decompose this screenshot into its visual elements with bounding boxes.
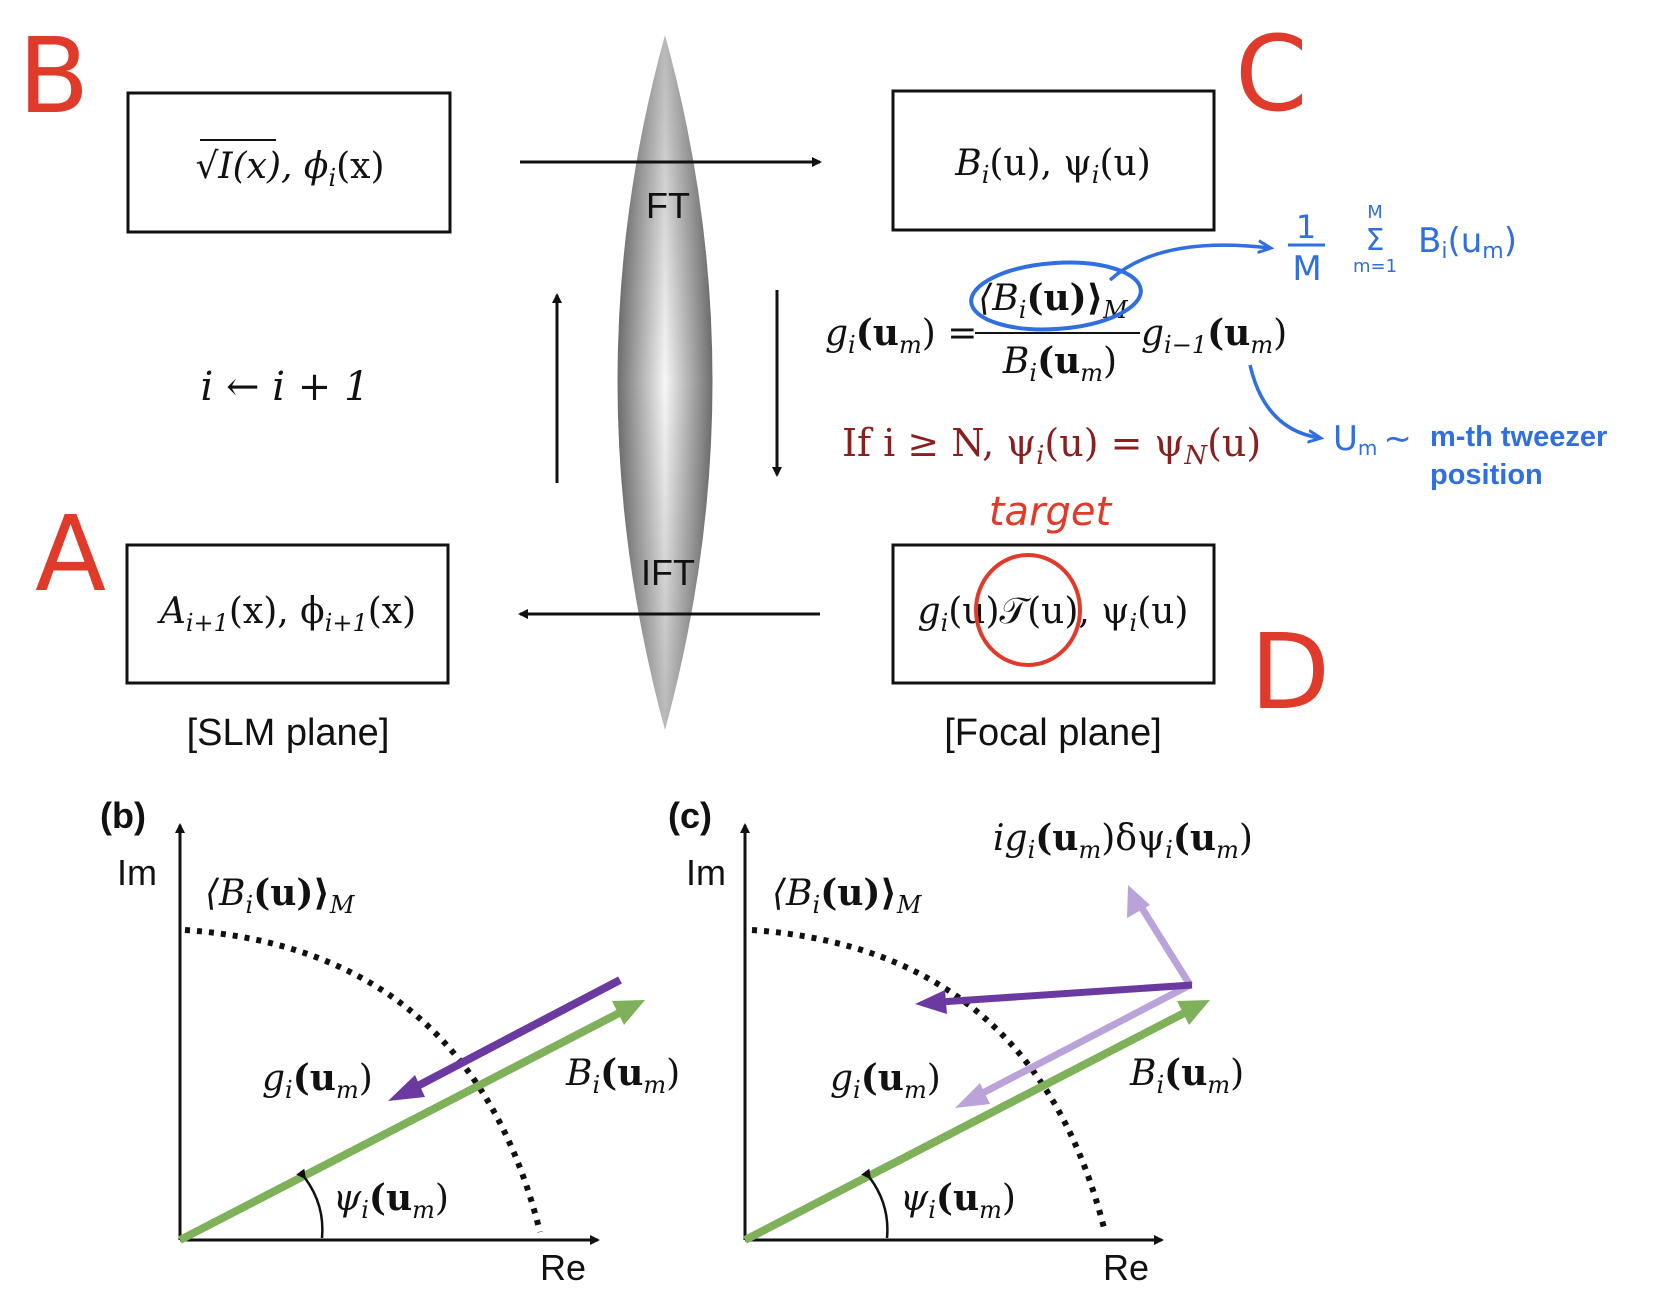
label-A: A	[35, 493, 106, 615]
panel-c-weight-vector-head	[955, 1083, 990, 1108]
panel-c-updated-vector-head	[915, 990, 947, 1014]
label-C: C	[1235, 13, 1308, 135]
panel-c: (c) Im Re ⟨Bi(u)⟩M igi(um)δψi(um) gi(um)…	[668, 795, 1253, 1288]
lens	[617, 35, 713, 730]
panel-c-field-vector	[743, 1006, 1192, 1244]
panel-b-re-label: Re	[540, 1247, 586, 1288]
slm-plane-label: [SLM plane]	[187, 712, 390, 754]
iteration-label: i ← i + 1	[201, 364, 370, 410]
ift-label: IFT	[641, 552, 695, 593]
sum-lower: m=1	[1353, 256, 1397, 277]
panel-c-mean-label: ⟨Bi(u)⟩M	[772, 872, 923, 919]
panel-b-weight-vector-head	[388, 1075, 425, 1101]
panel-c-phase-step-vector-head	[1127, 885, 1150, 918]
panel-c-field-vector-head	[1177, 1000, 1210, 1025]
panel-c-updated-vector	[939, 981, 1193, 1006]
panel-c-g-label: gi(um)	[830, 1057, 941, 1104]
panel-c-phase-step-vector	[1137, 903, 1193, 987]
um-description-line2: position	[1430, 459, 1543, 491]
panel-b: (b) Im Re ⟨Bi(u)⟩M gi(um) Bi(um) ψi(um)	[100, 795, 680, 1288]
equation-denominator: Bi(um)	[1002, 340, 1117, 387]
panel-c-mean-circle	[751, 927, 1108, 1233]
box-focal-target	[891, 543, 1216, 685]
equation-lhs: gi(um) =	[825, 312, 977, 359]
panel-b-im-label: Im	[117, 852, 157, 893]
box-focal-target-formula: gi(u)𝒯(u), ψi(u)	[918, 591, 1189, 637]
box-focal-output	[891, 89, 1216, 232]
panel-b-b-label: Bi(um)	[565, 1052, 680, 1099]
box-slm-input	[126, 91, 452, 234]
target-highlight-circle	[974, 553, 1082, 667]
label-B: B	[18, 15, 89, 137]
panel-c-re-label: Re	[1103, 1247, 1149, 1288]
um-symbol: Um∼	[1333, 419, 1412, 460]
focal-plane-label: [Focal plane]	[944, 712, 1162, 754]
sum-upper: M	[1367, 202, 1383, 223]
panel-c-delta-label: igi(um)δψi(um)	[993, 817, 1253, 864]
mean-annotation-arrow	[1108, 245, 1270, 282]
phase-fix-condition: If i ≥ N, ψi(u) = ψN(u)	[842, 421, 1261, 471]
panel-b-phase-arc	[296, 1168, 324, 1239]
equation-rhs: gi−1(um)	[1141, 312, 1287, 359]
panel-c-phase-arc	[861, 1168, 889, 1239]
panel-c-im-label: Im	[686, 852, 726, 893]
label-D: D	[1250, 611, 1330, 733]
box-slm-input-formula: √I(x), ϕi(x)	[195, 146, 384, 192]
panel-b-mean-label: ⟨Bi(u)⟩M	[205, 872, 356, 919]
um-annotation-arrow	[1248, 364, 1320, 438]
panel-c-weight-vector	[973, 981, 1192, 1101]
mean-definition-term: Bi(um)	[1418, 221, 1517, 264]
mean-definition-frac-den: M	[1292, 249, 1321, 289]
box-focal-output-formula: Bi(u), ψi(u)	[954, 143, 1151, 189]
panel-b-weight-vector	[408, 976, 622, 1094]
mean-highlight-circle	[969, 260, 1143, 332]
panel-c-tag: (c)	[668, 795, 712, 836]
um-description-line1: m-th tweezer	[1430, 421, 1607, 453]
box-slm-update	[125, 543, 450, 685]
equation-numerator: ⟨Bi(u)⟩M	[978, 277, 1129, 324]
label-target: target	[989, 489, 1113, 535]
panel-b-phase-label: ψi(um)	[333, 1177, 449, 1224]
panel-b-mean-circle	[184, 927, 543, 1233]
ft-label: FT	[646, 185, 690, 226]
panel-b-g-label: gi(um)	[262, 1057, 373, 1104]
panel-b-field-vector	[178, 1006, 627, 1244]
panel-c-phase-label: ψi(um)	[900, 1177, 1016, 1224]
box-slm-update-formula: Ai+1(x), ϕi+1(x)	[157, 591, 416, 637]
panel-c-b-label: Bi(um)	[1129, 1052, 1244, 1099]
mean-definition-frac-num: 1	[1296, 208, 1316, 246]
panel-b-tag: (b)	[100, 795, 146, 836]
sum-symbol: Σ	[1366, 223, 1385, 258]
panel-b-field-vector-head	[612, 1000, 645, 1025]
